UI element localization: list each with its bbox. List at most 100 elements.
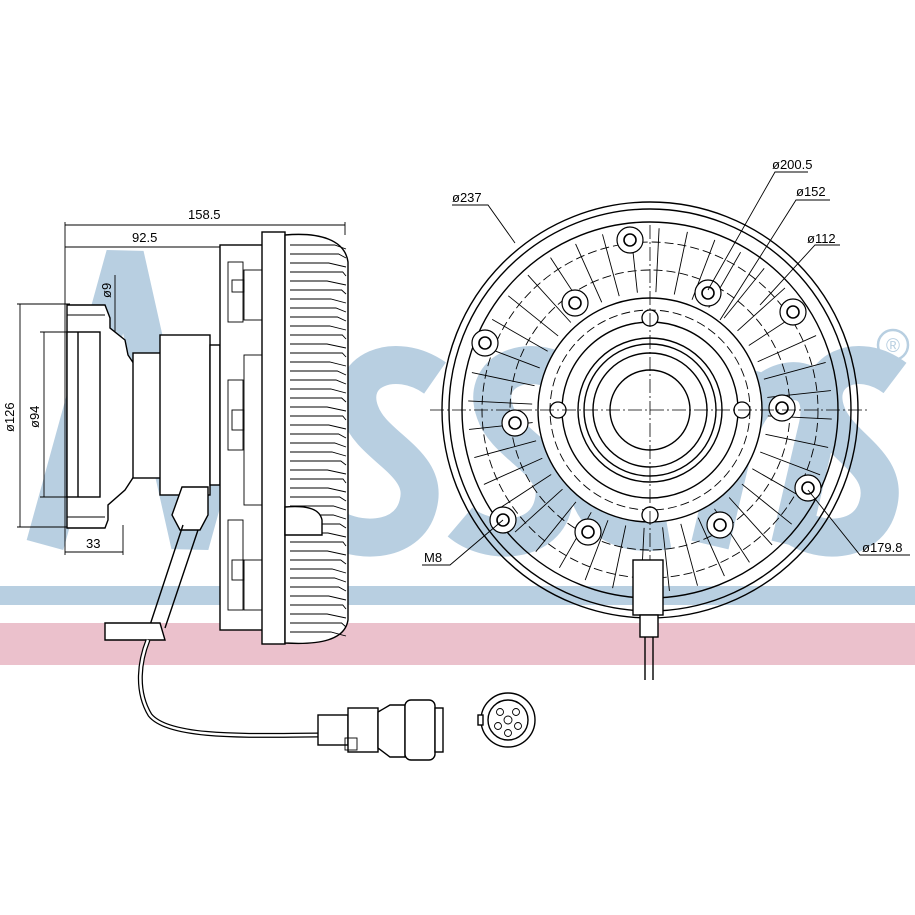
radial-fin — [723, 268, 765, 319]
boss — [574, 518, 602, 546]
radial-fin — [508, 295, 559, 337]
m8-hole — [496, 513, 510, 527]
fin-line — [290, 325, 347, 331]
dim-bolt-hole-dia: ø9 — [99, 283, 114, 298]
dim-hub-length: 92.5 — [132, 230, 157, 245]
fin-line — [290, 307, 347, 313]
fin-line — [290, 406, 347, 412]
fin-line — [290, 415, 347, 421]
fin-line — [290, 298, 347, 304]
fin-line — [290, 316, 347, 322]
fin-line — [290, 424, 347, 430]
connector-face — [477, 692, 536, 748]
radial-fin — [491, 318, 548, 352]
radial-fin — [760, 451, 821, 476]
radial-fin — [673, 231, 688, 295]
m8-hole — [701, 286, 715, 300]
connector-plug — [317, 699, 444, 761]
radial-fin — [662, 527, 670, 592]
fin-line — [290, 352, 347, 358]
watermark-blue-band — [0, 586, 915, 605]
boss — [471, 329, 499, 357]
fin-line — [290, 487, 347, 493]
fin-line — [290, 361, 347, 367]
radial-fin — [763, 362, 826, 380]
m8-hole — [775, 401, 789, 415]
boss — [779, 298, 807, 326]
registered-mark-icon — [876, 328, 910, 362]
boss — [694, 279, 722, 307]
dim-dia-152: ø152 — [796, 184, 826, 199]
fin-line — [290, 271, 347, 277]
radial-fin — [471, 372, 535, 387]
fin-line — [290, 631, 347, 637]
fin-line — [290, 604, 347, 610]
fin-line — [290, 460, 347, 466]
radial-fin — [655, 228, 660, 293]
fin-line — [290, 559, 347, 565]
radial-fin — [483, 457, 543, 485]
fin-line — [290, 442, 347, 448]
m8-hole — [508, 416, 522, 430]
fin-line — [290, 550, 347, 556]
radial-fin — [612, 525, 627, 589]
radial-fin — [697, 517, 725, 577]
fin-line — [290, 541, 347, 547]
dim-flange-depth: 33 — [86, 536, 100, 551]
m8-hole — [568, 296, 582, 310]
side-fins — [290, 244, 347, 637]
radial-fin — [737, 287, 786, 332]
fin-line — [290, 568, 347, 574]
m8-hole — [478, 336, 492, 350]
dim-outer-dia: ø237 — [452, 190, 482, 205]
fin-line — [290, 478, 347, 484]
fin-line — [290, 343, 347, 349]
boss — [616, 226, 644, 254]
radial-fin — [680, 523, 698, 586]
fin-line — [290, 370, 347, 376]
dim-thread: M8 — [424, 550, 442, 565]
boss — [706, 511, 734, 539]
boss — [561, 289, 589, 317]
registered-mark: ® — [886, 336, 900, 357]
fin-line — [290, 613, 347, 619]
fin-line — [290, 388, 347, 394]
radial-fin — [527, 274, 572, 323]
fin-line — [290, 622, 347, 628]
side-view: 158.5 92.5 ø126 ø94 ø9 33 — [2, 207, 536, 761]
fin-line — [290, 244, 347, 250]
dim-flange-dia: ø126 — [2, 402, 17, 432]
radial-fin — [584, 520, 609, 581]
radial-fin — [497, 474, 552, 510]
fin-line — [290, 451, 347, 457]
fin-line — [290, 289, 347, 295]
dim-dia-200: ø200.5 — [772, 157, 812, 172]
logo-letter-s — [777, 346, 907, 557]
fin-line — [290, 379, 347, 385]
radial-fin — [535, 501, 577, 552]
m8-hole — [623, 233, 637, 247]
radial-fin — [514, 488, 563, 533]
fin-line — [290, 577, 347, 583]
fin-line — [290, 586, 347, 592]
fin-line — [290, 496, 347, 502]
radial-fin — [474, 440, 537, 458]
dim-pilot-dia: ø94 — [27, 406, 42, 428]
bolt-holes — [471, 226, 822, 546]
boss — [501, 409, 529, 437]
fin-line — [290, 280, 347, 286]
boss — [794, 474, 822, 502]
fin-line — [290, 595, 347, 601]
m8-hole — [801, 481, 815, 495]
radial-fin — [728, 497, 773, 546]
fin-line — [290, 253, 347, 259]
radial-fin — [765, 433, 829, 448]
radial-fin — [468, 400, 533, 405]
radial-fin — [741, 483, 792, 525]
m8-hole — [713, 518, 727, 532]
fin-line — [290, 469, 347, 475]
fin-line — [290, 397, 347, 403]
fin-line — [290, 262, 347, 268]
